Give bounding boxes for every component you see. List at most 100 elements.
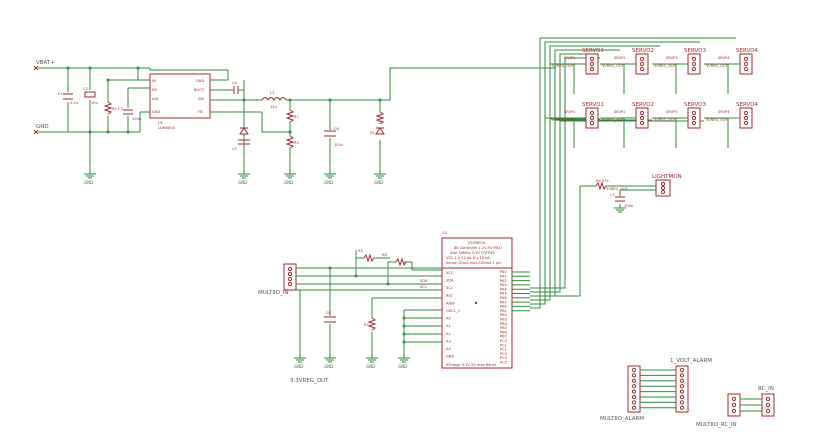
svg-text:GND: GND <box>324 364 333 369</box>
mcu-right-pin: PB3 <box>500 318 507 322</box>
mcu-left-pin: A3 <box>446 339 451 343</box>
light-monitor-section: LIGHTMON R4 47k C7 100n 5VREG_OUT <box>530 174 682 297</box>
gnd-symbol-9: GND <box>398 357 410 369</box>
mcu-right-pin: PC4 <box>500 356 508 360</box>
u1-pin-boot: BOOT <box>194 88 205 92</box>
servo-label: SERVO2 <box>632 102 654 108</box>
servo-net-label: 5VREG_OUT <box>706 64 729 68</box>
c4-label: C4 <box>232 81 238 85</box>
servo-pwm-label: SRVP4 <box>718 110 730 114</box>
l1-value: 15u <box>270 105 277 109</box>
c6-value: 100u <box>334 143 343 147</box>
c1-label: C1 <box>58 92 63 96</box>
servo-label: SERVO4 <box>736 48 758 54</box>
c3-value: 100n <box>132 117 141 121</box>
servo-row-top: SERVO15VREG_OUTSRVP1SERVO25VREG_OUTSRVP2… <box>550 48 758 94</box>
gnd-symbol-2: GND <box>238 173 250 185</box>
lightmon-label: LIGHTMON <box>652 174 682 180</box>
power-input-section: VBAT+ GND C1 2.2u C2 10u R1 C3 100n <box>33 60 150 174</box>
r2-label: R2 <box>294 115 299 119</box>
mcu-right-pin: PA2 <box>500 279 507 283</box>
switching-section: C4 L1 15u C5 R2 R3 C6 100u D1 <box>232 67 556 174</box>
c6-label: C6 <box>334 127 340 131</box>
c1-value: 2.2u <box>70 101 78 105</box>
sda-net: SDA <box>420 279 428 283</box>
mcu-name: U2 <box>442 231 447 235</box>
servo-label: SERVO2 <box>632 48 654 54</box>
servo-label: SERVO3 <box>684 48 706 54</box>
r4-label: R4 <box>596 179 601 183</box>
scl-net: SCL <box>420 285 427 289</box>
c7-value: 100n <box>624 204 633 208</box>
gnd-symbol-8: GND <box>366 357 378 369</box>
ground-symbols-bottom: GND GND GND GND <box>294 357 410 369</box>
mcu-right-pin: PA6 <box>500 296 507 300</box>
ground-symbols-top: GND GND GND GND GND <box>84 173 386 185</box>
mcu-right-pin: PA7 <box>500 300 507 304</box>
u1-pin-gnd: GND <box>152 110 160 114</box>
mcu-right-pin: PA3 <box>500 283 507 287</box>
vbat-label: VBAT+ <box>36 60 55 66</box>
c7-label: C7 <box>610 193 615 197</box>
svg-text:GND: GND <box>366 364 375 369</box>
r4-value: 47k <box>602 179 610 183</box>
d1-label: D1 <box>370 131 375 135</box>
lightmon-net: 5VREG_OUT <box>606 187 629 191</box>
servo-label: SERVO1 <box>582 102 604 108</box>
mcu-part: ATXMEGA <box>468 241 486 245</box>
u1-pin-fb: FB <box>198 110 203 114</box>
u1-pin-adj: ADJ <box>152 97 158 101</box>
mcu-right-pin: PA0 <box>500 270 507 274</box>
svg-text:GND: GND <box>238 180 247 185</box>
mcu-left-pin: A0 <box>446 317 451 321</box>
l1-label: L1 <box>270 91 274 95</box>
servo-label: SERVO1 <box>582 48 604 54</box>
mcu-right-pin: PA5 <box>500 292 507 296</box>
servo-pwm-label: SRVP2 <box>614 110 626 114</box>
gnd-symbol-5: GND <box>374 173 386 185</box>
mcu-desc-4: Sense 10mA max/100mA 1 pin <box>446 261 502 265</box>
gnd-symbol-1: GND <box>84 173 96 185</box>
mcu-left-pin: A1 <box>446 324 451 328</box>
c2-label: C2 <box>83 87 88 91</box>
mcu-left-pin: OSC1_1 <box>446 309 460 313</box>
mcu-left-pin: GND <box>446 355 454 359</box>
svg-text:GND: GND <box>324 180 333 185</box>
r7-label: R7 <box>364 323 369 327</box>
mcu-left-pin: A4 <box>446 347 451 351</box>
mcu-left-pin: SDA <box>446 279 454 283</box>
gnd-input-label: GND <box>36 124 49 130</box>
regulator-u1: IN EN ADJ GND GND BOOT SW FB U1 LDM0805 <box>149 68 262 130</box>
c5-label: C5 <box>232 147 237 151</box>
mcu-left-pin: SCL <box>446 286 453 290</box>
mcu-right-pin: PB2 <box>500 313 507 317</box>
mcu-left-pin: AREF <box>446 301 455 305</box>
mcu-right-pin: PB0 <box>500 305 508 309</box>
mcu-right-pin: PB5 <box>500 326 507 330</box>
r5-label: R5 <box>358 249 363 253</box>
servo-pwm-label: SRVP1 <box>564 56 576 60</box>
multiio-alarm-label: MULTIIO_ALARM <box>600 416 644 422</box>
svg-text:GND: GND <box>284 180 293 185</box>
r6-label: R6 <box>382 253 387 257</box>
servo-net-label: 5VREG_OUT <box>654 64 677 68</box>
u1-pin-gnd2: GND <box>196 79 204 83</box>
mcu-right-pin: PC1 <box>500 343 507 347</box>
lightmon-connector <box>655 179 671 197</box>
servo-label: SERVO4 <box>736 102 758 108</box>
svg-text:GND: GND <box>84 180 93 185</box>
volt-alarm-label: 1_VOLT_ALARM <box>670 358 712 364</box>
servo-pwm-label: SRVP4 <box>718 56 730 60</box>
mcu-right-pin: PB1 <box>500 309 507 313</box>
r1-label: R1 <box>112 107 117 111</box>
mcu-left-wiring: R5 R6 C8 R7 SDA SCL <box>300 249 442 358</box>
mcu-right-pin: PA1 <box>500 275 507 279</box>
servo-label: SERVO3 <box>684 102 706 108</box>
mcu-right-pin: PC2 <box>500 348 507 352</box>
mcu-right-pin: PB4 <box>500 322 508 326</box>
